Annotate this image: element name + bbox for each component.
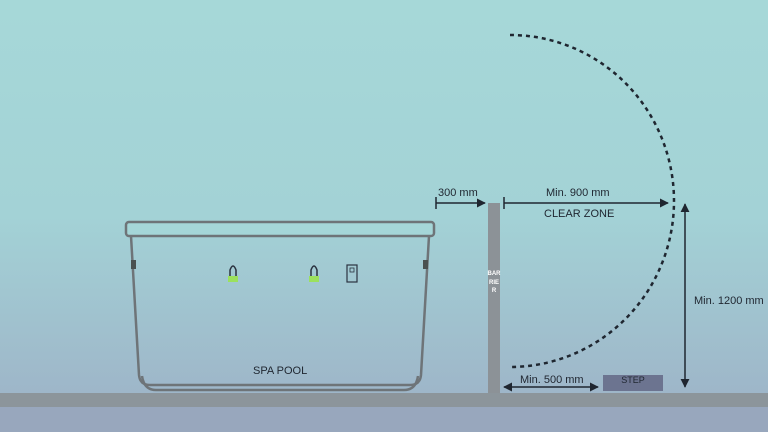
spa-clip-left [131,260,136,269]
ground-base [0,407,768,432]
spa-pool [124,220,436,392]
barrier-wall [488,203,500,393]
spa-clip-right [423,260,428,269]
dimension-1200mm-label: Min. 1200 mm [694,295,764,307]
spa-pool-base [140,375,420,392]
clear-zone-label: CLEAR ZONE [544,208,615,220]
clear-zone-arc [509,33,676,369]
dim-300mm [435,197,486,209]
dimension-500mm-label: Min. 500 mm [520,374,584,386]
spa-pool-label: SPA POOL [253,365,308,377]
control-panel-icon [346,264,358,283]
step-label: STEP [621,375,645,385]
spa-pool-body [129,235,431,387]
barrier-label: BARRIER [487,271,501,294]
dimension-300mm-label: 300 mm [438,187,478,199]
jet-icon [309,265,319,282]
step-block [603,375,663,391]
jet-icon [228,265,238,282]
ground-slab [0,393,768,407]
dimension-900mm-label: Min. 900 mm [546,187,610,199]
spa-pool-lid [124,220,436,238]
dim-900mm [503,197,669,209]
